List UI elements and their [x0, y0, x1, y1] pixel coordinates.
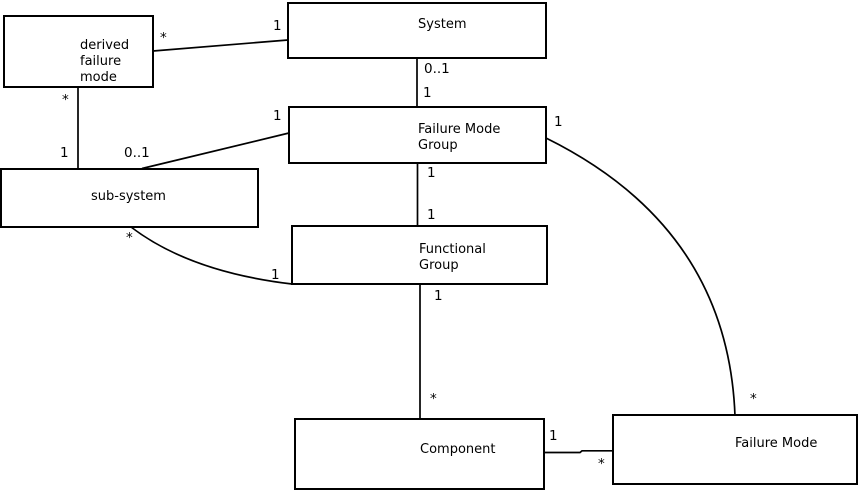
mult-derived-failure-mode-sub-system-to: 1: [60, 145, 69, 161]
node-system: System: [287, 2, 547, 59]
mult-functional-group-component-from: 1: [434, 288, 443, 304]
mult-failure-mode-group-sub-system-from: 1: [273, 108, 282, 124]
mult-derived-failure-mode-sub-system-from: *: [62, 92, 69, 108]
mult-component-failure-mode-to: *: [598, 456, 605, 472]
mult-failure-mode-group-functional-group-to: 1: [427, 207, 436, 223]
node-failure-mode-group: Failure Mode Group: [288, 106, 547, 164]
mult-sub-system-functional-group-to: 1: [271, 267, 280, 283]
node-sub-system: sub-system: [0, 168, 259, 228]
node-functional-group-label: Functional Group: [419, 242, 486, 273]
mult-failure-mode-group-functional-group-from: 1: [427, 165, 436, 181]
edge-derived-failure-mode-system: [152, 39, 289, 52]
node-failure-mode-group-label: Failure Mode Group: [418, 122, 501, 153]
edge-sub-system-functional-group: [130, 226, 293, 285]
mult-system-failure-mode-group-from: 0..1: [424, 61, 450, 77]
node-derived-failure-mode: derived failure mode: [3, 15, 154, 88]
mult-component-failure-mode-from: 1: [549, 428, 558, 444]
edge-failure-mode-group-failure-mode: [545, 137, 736, 417]
mult-sub-system-functional-group-from: *: [126, 230, 133, 246]
node-failure-mode: Failure Mode: [612, 414, 858, 485]
mult-derived-failure-mode-system-to: 1: [273, 18, 282, 34]
mult-failure-mode-group-failure-mode-to: *: [750, 391, 757, 407]
node-system-label: System: [418, 17, 467, 32]
edge-component-failure-mode: [543, 449, 613, 454]
mult-derived-failure-mode-system-from: *: [160, 30, 167, 46]
mult-system-failure-mode-group-to: 1: [423, 85, 432, 101]
node-component: Component: [294, 418, 545, 490]
node-functional-group: Functional Group: [291, 225, 548, 285]
edge-failure-mode-group-sub-system: [141, 132, 290, 170]
node-failure-mode-label: Failure Mode: [735, 436, 818, 451]
mult-functional-group-component-to: *: [430, 391, 437, 407]
node-sub-system-label: sub-system: [91, 189, 166, 204]
node-derived-failure-mode-label: derived failure mode: [80, 38, 130, 85]
mult-failure-mode-group-failure-mode-from: 1: [554, 114, 563, 130]
mult-failure-mode-group-sub-system-to: 0..1: [124, 145, 150, 161]
node-component-label: Component: [420, 442, 496, 457]
